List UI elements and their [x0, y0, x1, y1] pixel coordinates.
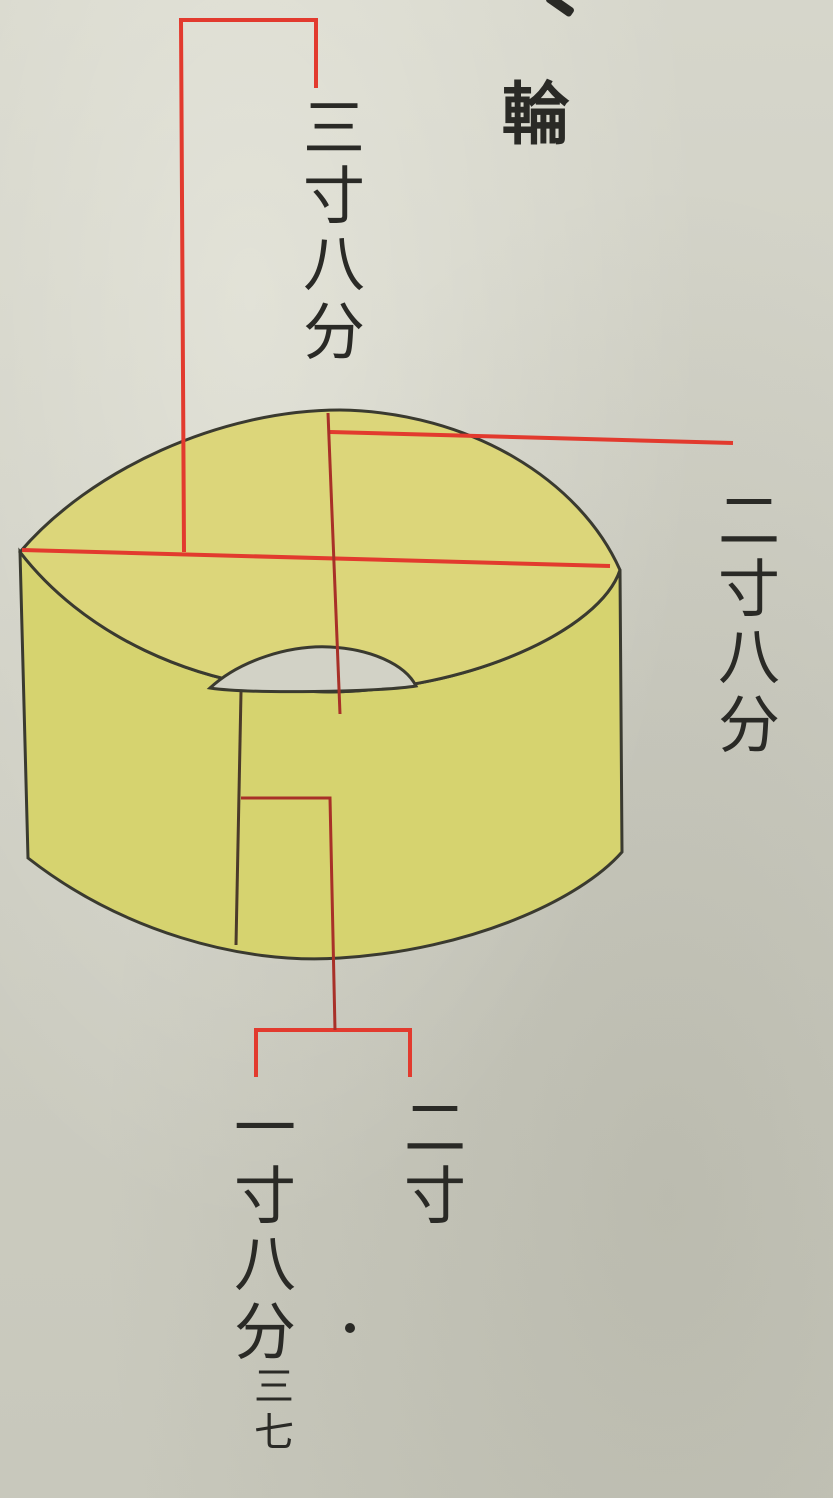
center-vertical-line	[326, 412, 342, 715]
ring-top-face	[18, 408, 622, 694]
label-bottom-right: 二寸	[393, 1095, 466, 1231]
label-bottom-left: 一寸八分	[223, 1095, 296, 1367]
top-dimension-bracket	[178, 18, 318, 553]
diameter-line	[21, 548, 611, 568]
label-bottom-left-note: 三七	[247, 1365, 293, 1457]
ring-inner-hole	[206, 645, 419, 694]
right-dimension-line	[329, 430, 734, 445]
label-top-height: 三寸八分	[292, 95, 365, 367]
title-character: 輪	[489, 78, 569, 152]
hole-left-edge	[234, 691, 243, 946]
leader-lines	[241, 412, 342, 1031]
dimension-lines	[21, 18, 734, 1077]
inner-step-line	[241, 796, 337, 1031]
label-right-width: 二寸八分	[707, 488, 780, 760]
bottom-dimension-bracket	[254, 1028, 412, 1077]
note-dot	[345, 1323, 355, 1333]
